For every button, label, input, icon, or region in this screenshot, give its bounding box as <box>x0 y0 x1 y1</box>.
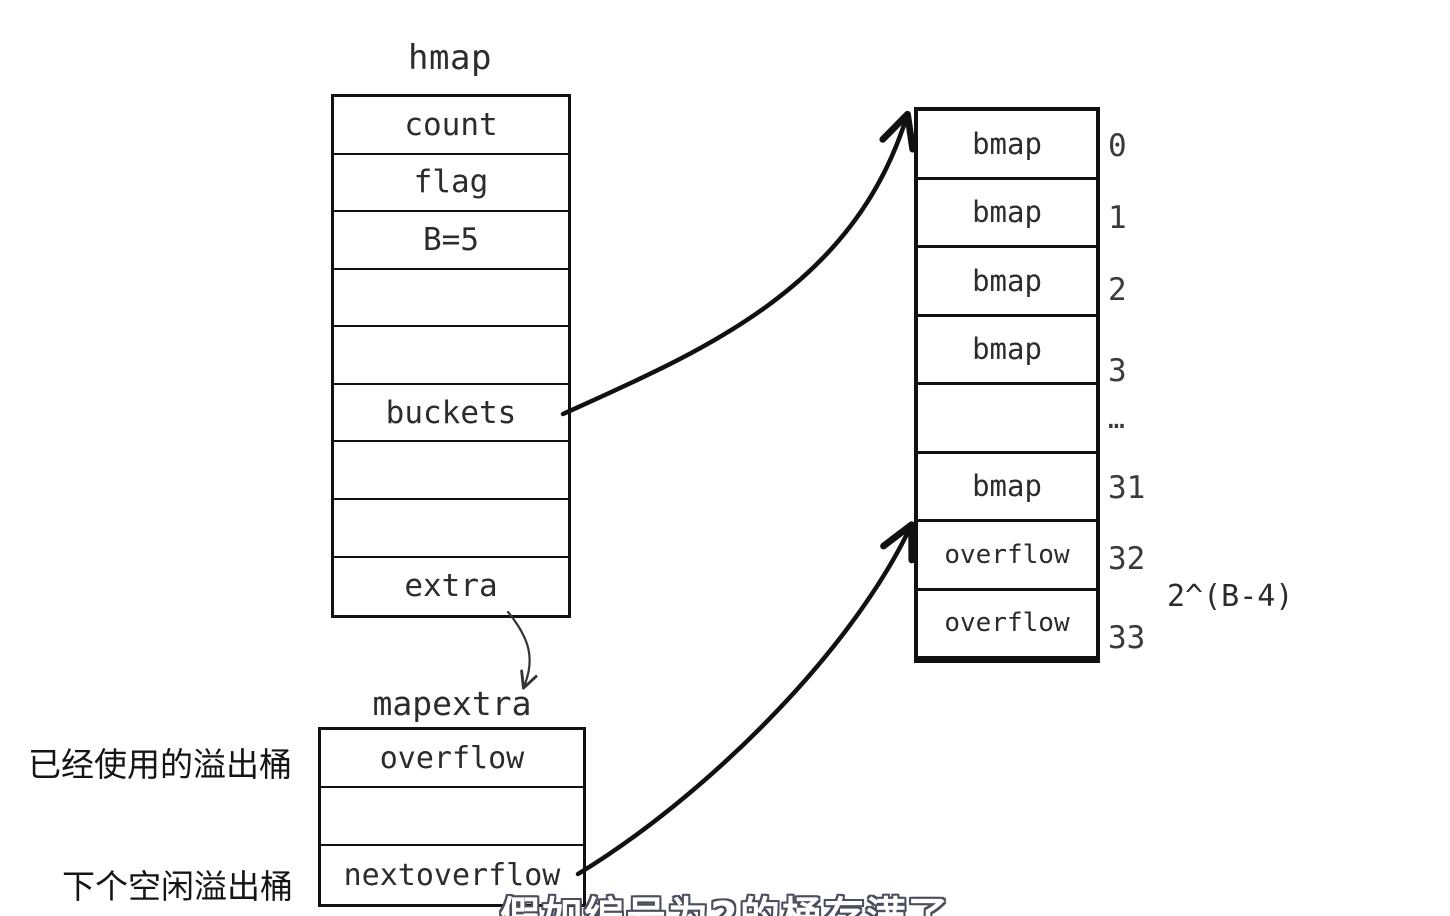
bucket-cell-blank <box>918 385 1096 454</box>
bucket-index-33: 33 <box>1108 620 1146 656</box>
hmap-field-flag: flag <box>334 154 568 213</box>
bucket-index-ellipsis: … <box>1108 402 1126 435</box>
bucket-index-3: 3 <box>1108 353 1127 389</box>
mapextra-struct-table: overflow nextoverflow <box>318 727 586 907</box>
bucket-index-1: 1 <box>1108 200 1127 236</box>
hmap-field-blank-1 <box>334 269 568 328</box>
arrow-buckets-to-bucket-array <box>560 110 917 417</box>
hmap-field-count: count <box>334 97 568 155</box>
video-subtitle: 假如编号为2的桶存满了 <box>0 884 1450 916</box>
bucket-index-31: 31 <box>1108 470 1146 506</box>
mapextra-title: mapextra <box>372 684 532 723</box>
bucket-cell-2: bmap <box>918 248 1096 317</box>
annotation-used-overflow-buckets: 已经使用的溢出桶 <box>28 745 292 784</box>
hmap-field-blank-3 <box>334 442 568 500</box>
hmap-title: hmap <box>408 38 492 78</box>
annotation-next-free-overflow-bucket: 下个空闲溢出桶 <box>62 867 293 906</box>
bucket-cell-33-overflow: overflow <box>918 590 1096 659</box>
bucket-cell-3: bmap <box>918 316 1096 385</box>
mapextra-field-overflow: overflow <box>321 730 583 789</box>
mapextra-field-nextoverflow: nextoverflow <box>321 846 583 905</box>
mapextra-field-blank <box>321 788 583 847</box>
hmap-field-buckets: buckets <box>334 384 568 443</box>
buckets-array-table: bmap bmap bmap bmap bmap overflow overfl… <box>914 107 1100 663</box>
bucket-cell-0: bmap <box>918 111 1096 180</box>
bucket-cell-32-overflow: overflow <box>918 522 1096 591</box>
arrow-nextoverflow-to-bucket-32 <box>575 521 916 877</box>
hmap-field-blank-2 <box>334 327 568 385</box>
arrow-extra-to-mapextra <box>506 610 538 690</box>
hmap-struct-table: count flag B=5 buckets extra <box>331 94 571 618</box>
bucket-cell-1: bmap <box>918 179 1096 248</box>
bucket-cell-31: bmap <box>918 453 1096 522</box>
bucket-index-2: 2 <box>1108 272 1127 308</box>
hmap-field-extra: extra <box>334 557 568 616</box>
bucket-index-32: 32 <box>1108 541 1146 577</box>
hmap-field-b: B=5 <box>334 212 568 270</box>
buckets-size-annotation: 2^(B-4) <box>1167 579 1294 614</box>
hmap-field-blank-4 <box>334 499 568 558</box>
bucket-index-0: 0 <box>1108 128 1127 164</box>
